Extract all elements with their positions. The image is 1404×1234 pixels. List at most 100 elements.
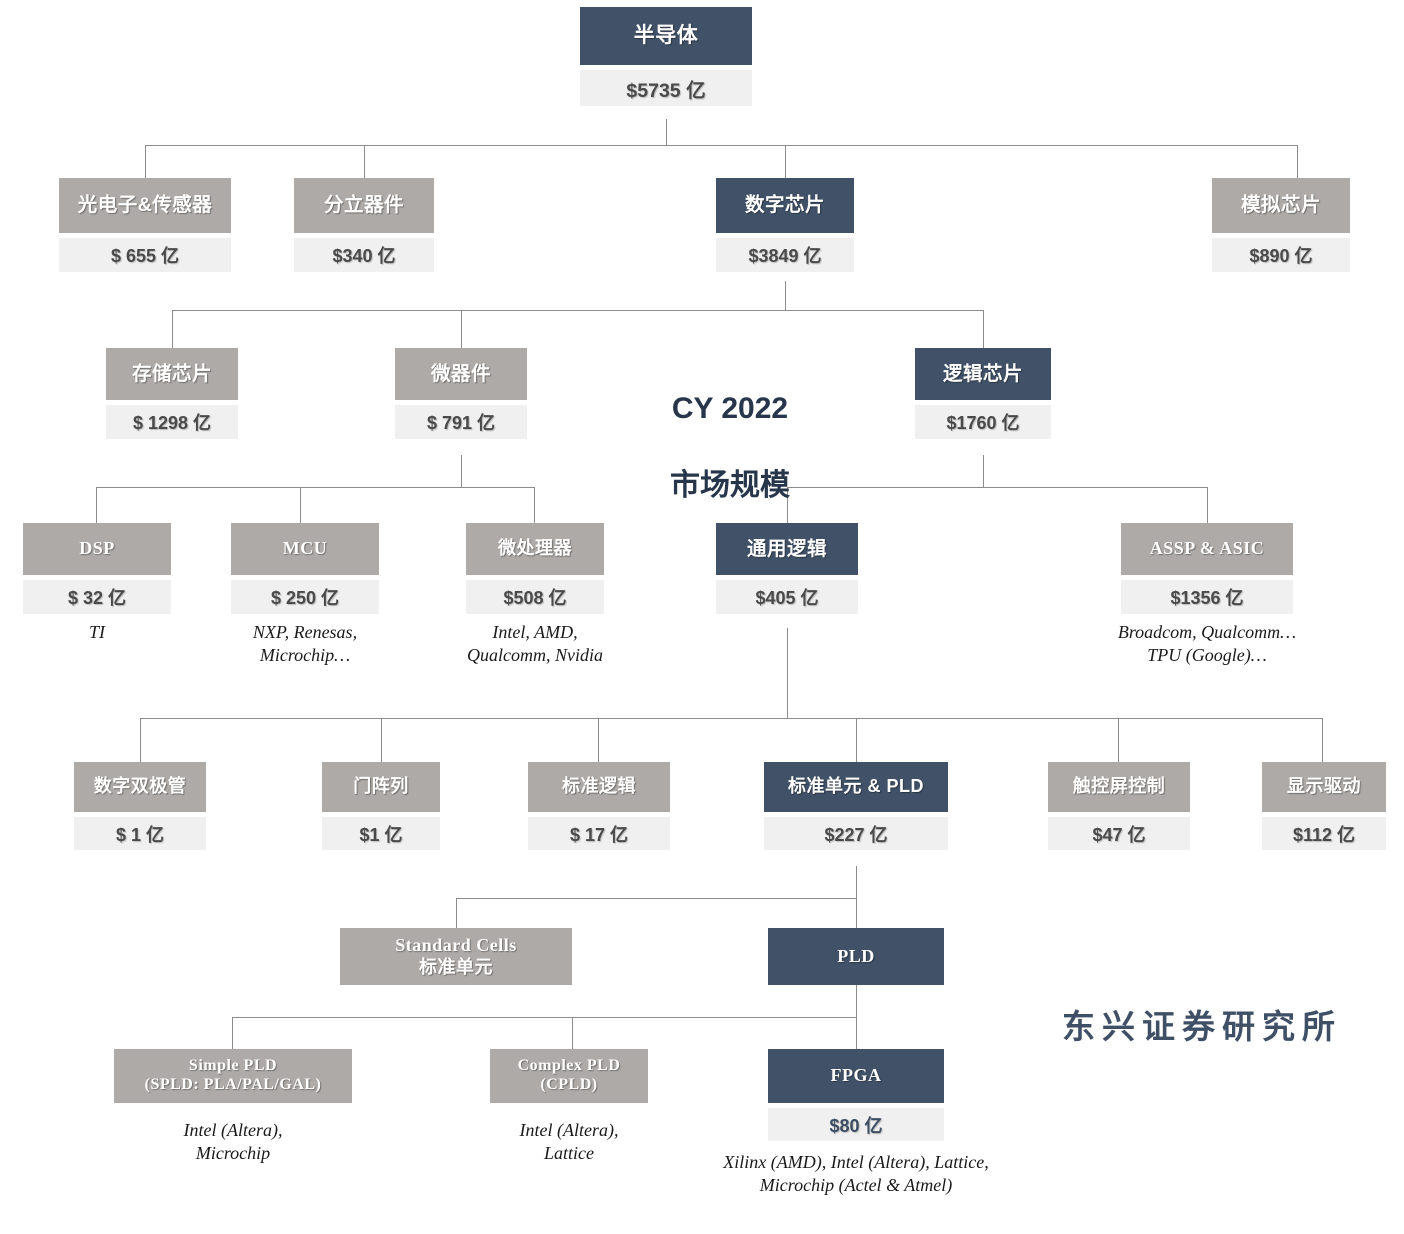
node-digital-chip[interactable]: 数字芯片 $3849 亿: [716, 178, 854, 272]
node-pld[interactable]: PLD: [768, 928, 944, 985]
connector-level6-drop-stdcells: [456, 898, 457, 928]
node-dsp-vendors: TI: [88, 622, 105, 642]
node-analog-chip[interactable]: 模拟芯片 $890 亿: [1212, 178, 1350, 272]
connector-level5-drop-4: [856, 718, 857, 762]
connector-level3-drop-3: [983, 310, 984, 348]
node-mcu[interactable]: MCU $ 250 亿 NXP, Renesas, Microchip…: [231, 523, 379, 667]
node-assp-asic[interactable]: ASSP & ASIC $1356 亿 Broadcom, Qualcomm… …: [1118, 523, 1296, 667]
node-logic-chip-value: $1760 亿: [915, 405, 1051, 439]
node-dsp-value: $ 32 亿: [23, 580, 171, 614]
node-microprocessor-value: $508 亿: [466, 580, 604, 614]
connector-level5-drop-5: [1118, 718, 1119, 762]
page-title: CY 2022 市场规模: [615, 352, 845, 544]
node-display-driver[interactable]: 显示驱动 $112 亿: [1262, 762, 1386, 850]
node-simple-pld-vendors: Intel (Altera), Microchip: [183, 1120, 283, 1164]
connector-level6-drop-pld: [856, 898, 857, 928]
node-fpga-value: $80 亿: [768, 1108, 944, 1141]
node-touch-control[interactable]: 触控屏控制 $47 亿: [1048, 762, 1190, 850]
node-memory-chip-value: $ 1298 亿: [106, 405, 238, 439]
connector-level7-drop-fpga: [856, 1017, 857, 1049]
node-microprocessor-vendors: Intel, AMD, Qualcomm, Nvidia: [467, 622, 603, 666]
node-complex-pld[interactable]: Complex PLD (CPLD) Intel (Altera), Latti…: [490, 1049, 648, 1165]
node-optoelectronics-title: 光电子&传感器: [59, 178, 231, 233]
node-discrete-title: 分立器件: [294, 178, 434, 233]
connector-level5-drop-3: [598, 718, 599, 762]
connector-level6-bus: [456, 898, 856, 899]
node-micro-device-value: $ 791 亿: [395, 405, 527, 439]
node-mcu-vendors: NXP, Renesas, Microchip…: [252, 622, 358, 666]
node-standard-cells[interactable]: Standard Cells 标准单元: [340, 928, 572, 985]
node-semiconductor[interactable]: 半导体 $5735 亿: [580, 7, 752, 106]
node-mcu-value: $ 250 亿: [231, 580, 379, 614]
node-touch-control-title: 触控屏控制: [1048, 762, 1190, 812]
node-micro-device-title: 微器件: [395, 348, 527, 400]
connector-pld-stem: [856, 985, 857, 1017]
node-memory-chip[interactable]: 存储芯片 $ 1298 亿: [106, 348, 238, 439]
node-gate-array-title: 门阵列: [322, 762, 440, 812]
node-analog-chip-title: 模拟芯片: [1212, 178, 1350, 233]
connector-level7-bus: [232, 1017, 856, 1018]
connector-level5-drop-2: [381, 718, 382, 762]
connector-level4-drop-dsp: [96, 487, 97, 523]
node-discrete-value: $340 亿: [294, 238, 434, 272]
node-fpga-vendors: Xilinx (AMD), Intel (Altera), Lattice, M…: [723, 1152, 989, 1196]
node-micro-device[interactable]: 微器件 $ 791 亿: [395, 348, 527, 439]
node-semiconductor-title: 半导体: [580, 7, 752, 65]
node-digital-bipolar[interactable]: 数字双极管 $ 1 亿: [74, 762, 206, 850]
node-std-cell-pld-title: 标准单元 & PLD: [764, 762, 948, 812]
node-std-cell-pld-value: $227 亿: [764, 817, 948, 850]
connector-stdcellpld-stem: [856, 866, 857, 898]
node-dsp-title: DSP: [23, 523, 171, 575]
connector-level4-drop-assp: [1207, 487, 1208, 523]
node-general-logic[interactable]: 通用逻辑 $405 亿: [716, 523, 858, 614]
node-digital-bipolar-title: 数字双极管: [74, 762, 206, 812]
node-complex-pld-title: Complex PLD (CPLD): [490, 1049, 648, 1103]
connector-logic-stem: [983, 455, 984, 487]
connector-root-stem: [666, 119, 667, 145]
research-institute-watermark: 东兴证券研究所: [1062, 1008, 1342, 1045]
connector-level2-bus: [145, 145, 1297, 146]
page-title-line1: CY 2022: [671, 392, 789, 426]
node-simple-pld[interactable]: Simple PLD (SPLD: PLA/PAL/GAL) Intel (Al…: [114, 1049, 352, 1165]
node-logic-chip[interactable]: 逻辑芯片 $1760 亿: [915, 348, 1051, 439]
node-standard-logic-title: 标准逻辑: [528, 762, 670, 812]
node-optoelectronics-value: $ 655 亿: [59, 238, 231, 272]
node-standard-logic-value: $ 17 亿: [528, 817, 670, 850]
connector-level7-drop-spld: [232, 1017, 233, 1049]
connector-level4-drop-mcu: [300, 487, 301, 523]
node-assp-asic-value: $1356 亿: [1121, 580, 1293, 614]
node-memory-chip-title: 存储芯片: [106, 348, 238, 400]
node-assp-asic-title: ASSP & ASIC: [1121, 523, 1293, 575]
node-microprocessor[interactable]: 微处理器 $508 亿 Intel, AMD, Qualcomm, Nvidia: [466, 523, 604, 667]
connector-level2-drop-3: [785, 145, 786, 178]
connector-level3-bus: [172, 310, 983, 311]
node-pld-title: PLD: [768, 928, 944, 985]
connector-digital-stem: [785, 281, 786, 310]
node-gate-array-value: $1 亿: [322, 817, 440, 850]
node-mcu-title: MCU: [231, 523, 379, 575]
connector-level4-bus-right: [787, 487, 1207, 488]
node-std-cell-pld[interactable]: 标准单元 & PLD $227 亿: [764, 762, 948, 850]
node-gate-array[interactable]: 门阵列 $1 亿: [322, 762, 440, 850]
node-digital-chip-title: 数字芯片: [716, 178, 854, 233]
connector-level2-drop-2: [364, 145, 365, 178]
connector-level4-drop-general: [787, 487, 788, 523]
node-general-logic-value: $405 亿: [716, 580, 858, 614]
node-discrete[interactable]: 分立器件 $340 亿: [294, 178, 434, 272]
node-semiconductor-value: $5735 亿: [580, 70, 752, 106]
node-standard-logic[interactable]: 标准逻辑 $ 17 亿: [528, 762, 670, 850]
node-simple-pld-title: Simple PLD (SPLD: PLA/PAL/GAL): [114, 1049, 352, 1103]
node-dsp[interactable]: DSP $ 32 亿 TI: [23, 523, 171, 644]
node-digital-bipolar-value: $ 1 亿: [74, 817, 206, 850]
node-complex-pld-vendors: Intel (Altera), Lattice: [519, 1120, 619, 1164]
node-microprocessor-title: 微处理器: [466, 523, 604, 575]
node-optoelectronics[interactable]: 光电子&传感器 $ 655 亿: [59, 178, 231, 272]
node-general-logic-title: 通用逻辑: [716, 523, 858, 575]
node-touch-control-value: $47 亿: [1048, 817, 1190, 850]
connector-generallogic-stem: [787, 628, 788, 718]
node-assp-asic-vendors: Broadcom, Qualcomm… TPU (Google)…: [1117, 622, 1297, 666]
node-fpga[interactable]: FPGA $80 亿 Xilinx (AMD), Intel (Altera),…: [723, 1049, 989, 1197]
connector-level2-drop-4: [1297, 145, 1298, 178]
connector-level3-drop-1: [172, 310, 173, 348]
connector-level5-bus: [140, 718, 1322, 719]
